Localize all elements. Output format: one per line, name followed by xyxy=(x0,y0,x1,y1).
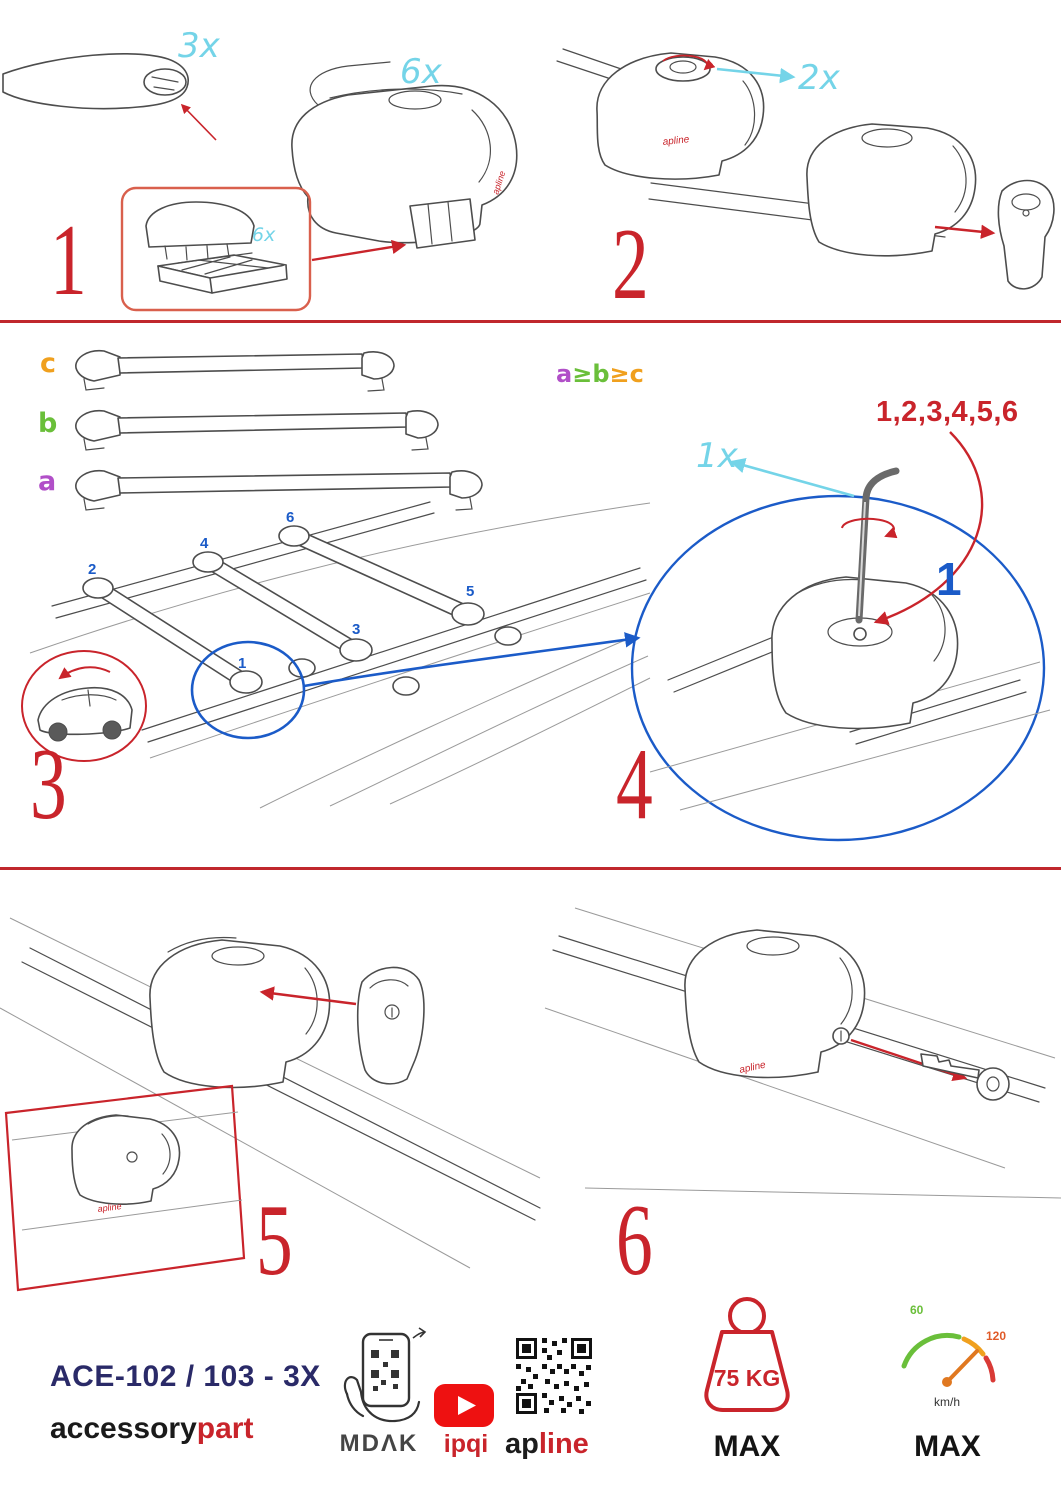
step3-number: 3 xyxy=(30,728,67,841)
speed-max-label: MAX xyxy=(914,1430,981,1463)
foot-illustration xyxy=(149,936,331,1089)
formula-c: c xyxy=(629,360,644,388)
ipqi-logo: ipqi xyxy=(443,1430,489,1458)
tool-qty-arrow xyxy=(729,457,855,498)
speed-low-label: 60 xyxy=(910,1303,924,1317)
locked-foot-inset: apline xyxy=(4,1084,246,1292)
step2-drawing: apline xyxy=(556,48,1055,290)
zoom-arrow xyxy=(303,632,641,688)
apline-red: line xyxy=(538,1428,589,1460)
weight-max-label: MAX xyxy=(713,1430,781,1463)
pad-detail-inset xyxy=(120,186,312,312)
step4-number: 4 xyxy=(616,728,653,841)
position-label-4: 4 xyxy=(200,535,209,552)
mdak-logo: MDΛK xyxy=(339,1430,419,1457)
bar-label-c: c xyxy=(40,348,57,379)
sequence-arrow xyxy=(873,431,984,625)
section-divider-2 xyxy=(0,867,1061,870)
foot-qty-label: 6x xyxy=(400,52,442,92)
highlight-circle xyxy=(190,640,306,740)
roof-rail xyxy=(21,947,541,1221)
zoomed-foot-illustration xyxy=(771,576,959,730)
position-label-1: 1 xyxy=(238,655,246,672)
qr-code-icon xyxy=(516,1338,592,1414)
formula-ge2: ≥ xyxy=(609,360,630,388)
cover-illustration xyxy=(356,966,425,1085)
step5-drawing: apline xyxy=(0,917,541,1292)
cover-attach-arrow xyxy=(259,986,357,1006)
rotate-arrow xyxy=(841,517,898,539)
step4-drawing xyxy=(630,431,1051,842)
crossbar-illustration xyxy=(2,53,189,110)
tool-qty-label: 1x xyxy=(696,436,738,476)
length-formula: a≥b≥c xyxy=(556,360,644,388)
crossbar-qty-label: 3x xyxy=(178,26,220,66)
formula-b: b xyxy=(592,360,610,388)
accessorypart-logo: accessorypart xyxy=(50,1412,253,1446)
knob-qty-arrow xyxy=(716,67,796,84)
bar-label-b: b xyxy=(38,408,58,439)
bar-pointer-arrow xyxy=(180,103,217,141)
position-label-6: 6 xyxy=(286,509,294,526)
position-label-2: 2 xyxy=(88,561,96,578)
foot-top-illustration: apline xyxy=(596,52,765,180)
step3-drawing: 2 4 6 1 3 5 xyxy=(21,349,651,809)
position-label-5: 5 xyxy=(466,583,474,600)
max-weight-icon: 75 KG xyxy=(704,1297,790,1412)
formula-ge1: ≥ xyxy=(572,360,593,388)
mounted-bar-middle xyxy=(192,551,373,662)
foot-illustration: apline xyxy=(684,929,866,1079)
phone-qr-icon xyxy=(343,1327,427,1423)
weight-value: 75 KG xyxy=(714,1365,780,1391)
step2-number: 2 xyxy=(612,208,649,321)
step1-number: 1 xyxy=(50,204,87,317)
speedometer-icon: 60 120 km/h xyxy=(901,1303,1006,1409)
knob-rotate-arrow xyxy=(662,54,716,71)
accessorypart-red: part xyxy=(196,1412,254,1445)
foot-illustration: apline xyxy=(291,61,518,249)
youtube-icon xyxy=(434,1384,494,1427)
mounted-bar-rear xyxy=(278,525,485,626)
step5-number: 5 xyxy=(256,1184,293,1297)
speed-unit-label: km/h xyxy=(934,1395,960,1409)
knob-qty-label: 2x xyxy=(798,58,840,98)
step6-drawing: apline xyxy=(544,907,1061,1199)
tighten-sequence: 1,2,3,4,5,6 xyxy=(876,396,1019,428)
apline-logo-small: apline xyxy=(97,1201,122,1214)
apline-logo-small: apline xyxy=(662,134,690,148)
position-label-3: 3 xyxy=(352,621,360,638)
end-cap-illustration xyxy=(997,179,1055,290)
cap-attach-arrow xyxy=(934,224,996,239)
step1-drawing: apline xyxy=(2,53,518,312)
accessorypart-black: accessory xyxy=(50,1412,197,1445)
model-number: ACE-102 / 103 - 3X xyxy=(50,1360,321,1393)
car-front-arrow xyxy=(58,666,111,680)
car-inset xyxy=(21,650,147,762)
crossbar-b-illustration xyxy=(75,409,439,451)
crossbar-c-illustration xyxy=(75,349,395,392)
formula-a: a xyxy=(556,360,573,388)
key-illustration xyxy=(920,1053,1010,1101)
foot-bottom-illustration xyxy=(806,123,977,257)
section-divider-1 xyxy=(0,320,1061,323)
zoom-circle xyxy=(630,494,1046,842)
apline-logo: apline xyxy=(505,1428,589,1461)
detail-number: 1 xyxy=(936,553,962,605)
crossbar-a-illustration xyxy=(75,469,483,511)
car-roof-illustration xyxy=(29,501,651,809)
mounted-bar-front xyxy=(82,577,263,694)
bar-label-a: a xyxy=(38,466,57,497)
pad-to-foot-arrow xyxy=(311,239,407,262)
pad-qty-label: 6x xyxy=(252,224,276,246)
apline-black: ap xyxy=(505,1428,539,1460)
step6-number: 6 xyxy=(616,1184,653,1297)
speed-high-label: 120 xyxy=(986,1329,1006,1343)
